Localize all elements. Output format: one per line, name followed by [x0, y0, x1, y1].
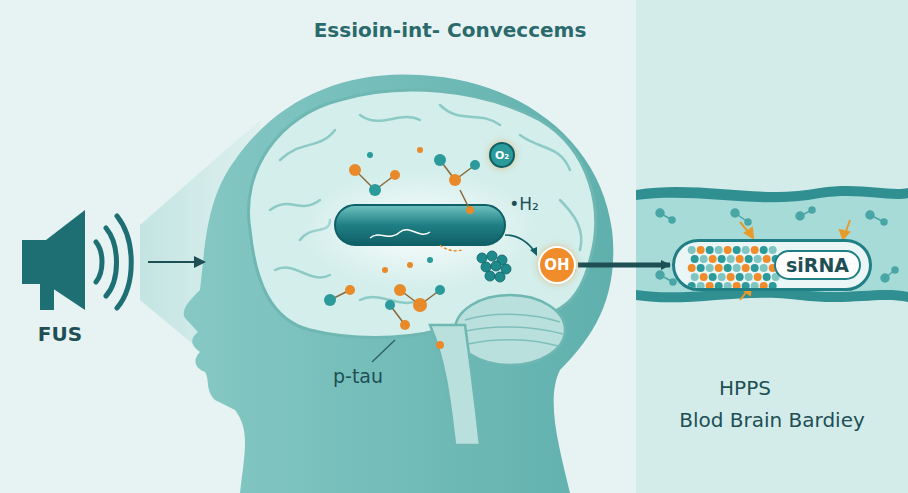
leader-line [372, 340, 395, 362]
title: Essioin-int- Conveccems [314, 18, 587, 42]
cerebellum-folia [462, 314, 563, 346]
capsule-tag: siRNA [774, 250, 861, 280]
connector-arrow [578, 263, 670, 268]
panel [636, 0, 908, 493]
head-silhouette [184, 74, 614, 493]
cerebellum [455, 295, 565, 365]
device-label: FUS [38, 322, 82, 346]
pointer-head [530, 247, 537, 256]
barrier-label: Blod Brain Bardiey [679, 408, 865, 432]
beam-arrow [148, 261, 196, 263]
speaker-icon [22, 210, 131, 310]
capsule-strand [370, 230, 430, 238]
node-text: siRNA [786, 254, 849, 276]
glow [300, 170, 540, 290]
nanocapsule [335, 205, 505, 245]
vessel-wall [636, 186, 908, 302]
pointer-arc [505, 235, 535, 252]
protein-label: p-tau [333, 365, 383, 387]
radical-circle: OH [538, 246, 576, 284]
brainstem [430, 325, 480, 445]
node-text: O₂ [495, 149, 509, 162]
release-arc [440, 245, 462, 251]
brain-gyri [270, 105, 581, 303]
sirna-capsule: siRNA [672, 239, 872, 291]
molecules-brain [324, 147, 480, 349]
molecule-label: •H₂ [509, 194, 539, 214]
carrier-label: HPPS [719, 376, 771, 400]
nanoparticle-cluster [477, 251, 511, 282]
molecule-network [330, 160, 475, 325]
node-text: OH [544, 256, 569, 274]
brain [248, 90, 595, 338]
vessel-lumen [636, 196, 908, 292]
beam-arrow-head [194, 256, 206, 268]
molecule-circle: O₂ [489, 142, 515, 168]
